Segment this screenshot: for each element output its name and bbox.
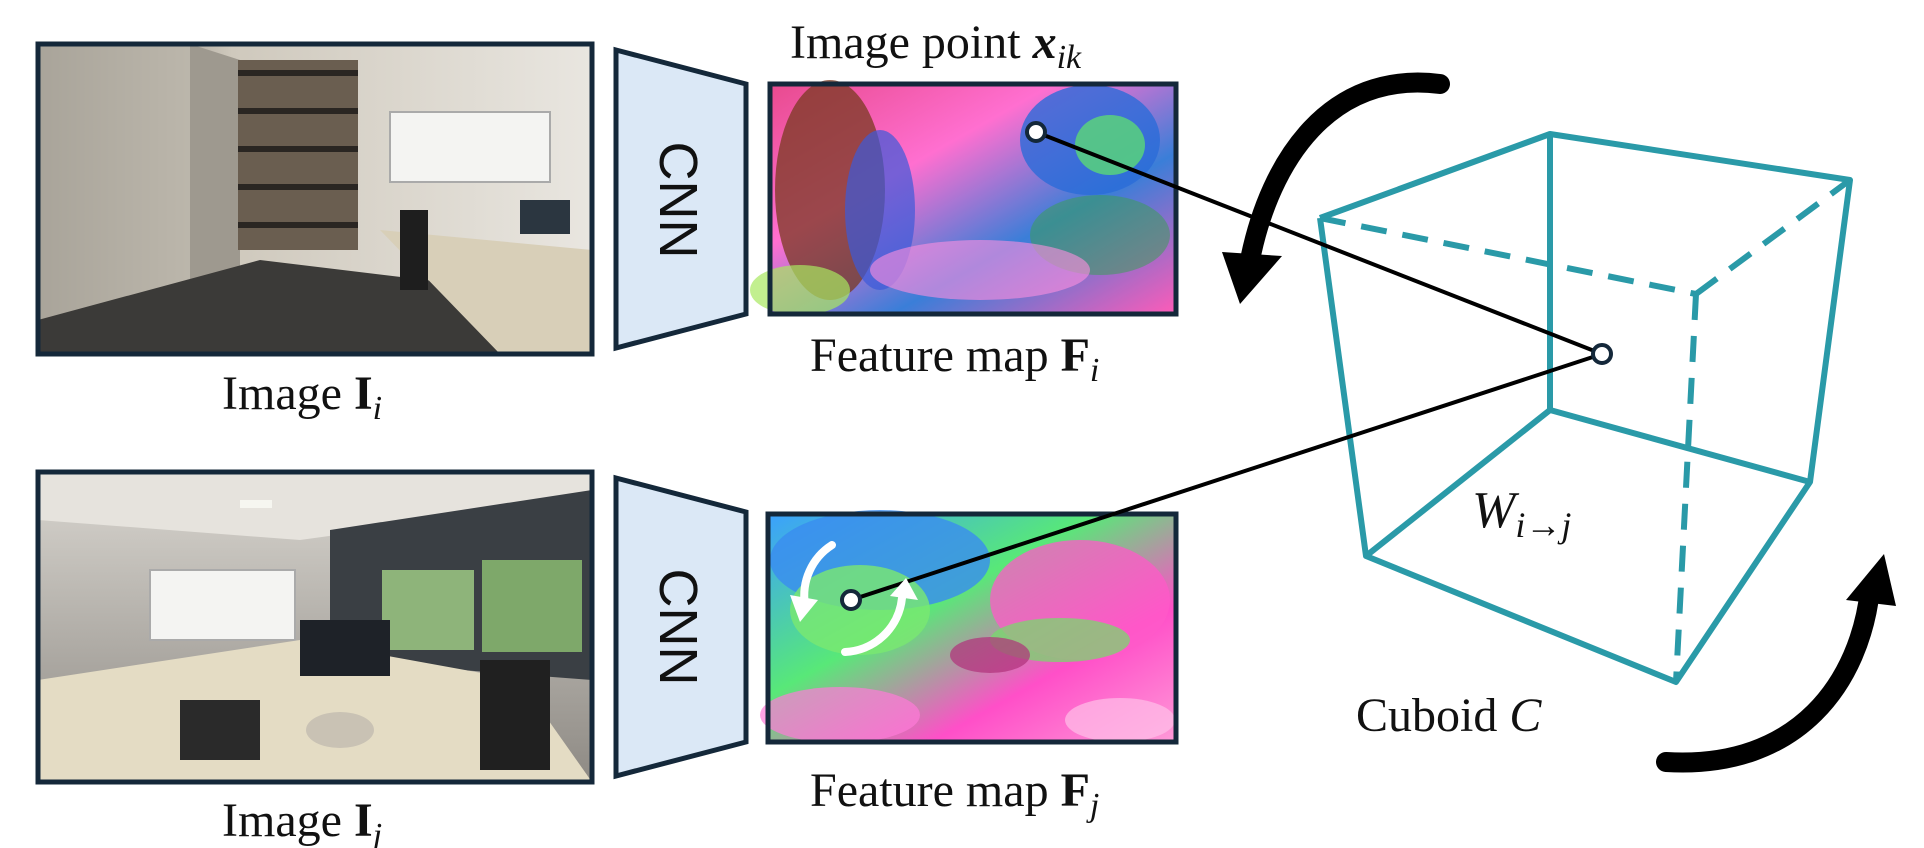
projection-ray-i xyxy=(1035,130,1603,356)
image-point-caption: Image point xik xyxy=(790,16,1082,76)
feature-map-j-image xyxy=(760,510,1176,743)
rotation-arrow-top xyxy=(1222,72,1450,304)
feature-map-i-frame xyxy=(767,81,1179,317)
image-point-marker xyxy=(1025,121,1047,143)
rotation-arrowheads-white xyxy=(790,578,918,622)
cnn-block-top xyxy=(613,46,749,352)
feature-map-j-frame xyxy=(765,511,1179,745)
image-i-photo xyxy=(38,44,592,354)
image-i-frame xyxy=(35,41,595,357)
feature-j-point-marker xyxy=(840,589,862,611)
cuboid-caption: Cuboid C xyxy=(1356,689,1542,742)
image-i-caption: Image Ii xyxy=(222,367,382,427)
cuboid-point-marker xyxy=(1591,343,1613,365)
image-j-caption: Image Ij xyxy=(222,794,382,848)
cnn-label-bottom: CNN xyxy=(648,569,708,686)
cuboid xyxy=(1317,131,1853,685)
warp-label: Wi→j xyxy=(1472,482,1571,545)
feature-map-j-caption: Feature map Fj xyxy=(810,764,1099,824)
rotation-arrow-bottom xyxy=(1656,554,1896,773)
image-j-frame xyxy=(35,469,595,785)
cnn-label-top: CNN xyxy=(648,142,708,259)
image-j-photo xyxy=(38,472,592,782)
cnn-block-bottom xyxy=(613,474,749,780)
projection-ray-j xyxy=(850,352,1603,602)
feature-map-i-caption: Feature map Fi xyxy=(810,329,1099,389)
feature-map-i-image xyxy=(750,80,1176,315)
